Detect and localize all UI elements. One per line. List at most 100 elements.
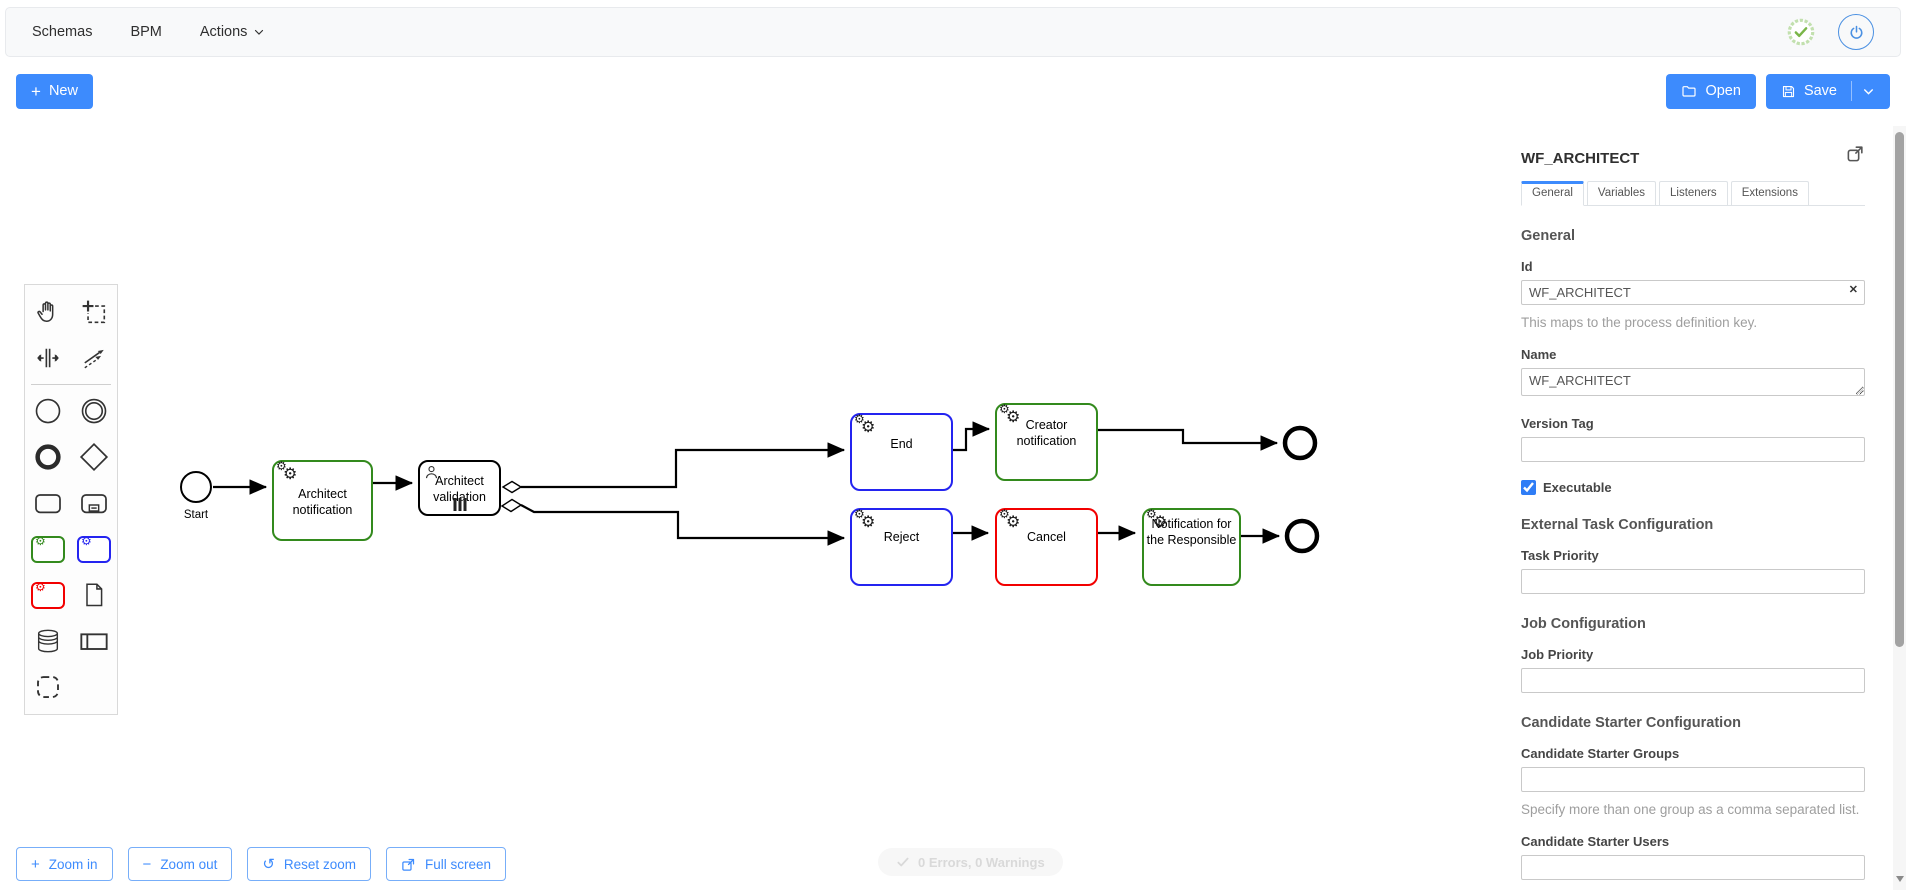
executable-label: Executable (1543, 480, 1612, 495)
reset-zoom-label: Reset zoom (283, 856, 356, 872)
save-floppy-icon (1782, 85, 1794, 97)
full-screen-label: Full screen (424, 856, 491, 872)
candidate-starter-groups-label: Candidate Starter Groups (1521, 746, 1680, 761)
new-button-label: New (48, 83, 78, 99)
check-icon (897, 857, 909, 867)
create-task-icon[interactable] (25, 480, 71, 526)
nav-item-actions[interactable]: Actions (200, 24, 266, 40)
create-blue-service-task-icon[interactable]: ⚙ (71, 526, 117, 572)
task-architect-validation[interactable]: Architect validation (418, 460, 501, 516)
create-gateway-icon[interactable] (71, 434, 117, 480)
palette-empty-cell (71, 664, 117, 710)
flow-validation-to-end[interactable] (521, 442, 846, 489)
properties-tabs: General Variables Listeners Extensions (1521, 181, 1865, 206)
version-tag-input[interactable] (1521, 437, 1865, 462)
lint-status-badge[interactable]: 0 Errors, 0 Warnings (878, 848, 1063, 876)
reset-icon: ↺ (262, 855, 275, 873)
lasso-tool-icon[interactable] (71, 289, 117, 335)
nav-item-schemas[interactable]: Schemas (32, 24, 92, 40)
task-label: End (890, 437, 913, 451)
plus-icon: + (31, 855, 40, 873)
name-textarea[interactable]: WF_ARCHITECT (1521, 368, 1865, 396)
task-creator-notification[interactable]: ⚙⚙ Creator notification (995, 403, 1098, 481)
reset-zoom-button[interactable]: ↺ Reset zoom (247, 847, 371, 881)
save-button-label: Save (1803, 83, 1837, 99)
task-priority-input[interactable] (1521, 569, 1865, 594)
create-data-store-icon[interactable] (25, 618, 71, 664)
service-task-gear-icon: ⚙⚙ (276, 459, 298, 483)
task-notification-for-the-responsible[interactable]: ⚙⚙ Notification for the Responsible (1142, 508, 1241, 586)
create-end-event-icon[interactable] (25, 434, 71, 480)
candidate-groups-helper-text: Specify more than one group as a comma s… (1521, 802, 1860, 817)
start-event-circle[interactable] (180, 471, 212, 503)
candidate-starter-groups-input[interactable] (1521, 767, 1865, 792)
multi-instance-marker-icon (453, 498, 466, 511)
create-participant-icon[interactable] (71, 618, 117, 664)
create-intermediate-event-icon[interactable] (71, 388, 117, 434)
id-input[interactable] (1521, 280, 1865, 305)
zoom-out-button[interactable]: − Zoom out (127, 847, 233, 881)
expand-panel-icon[interactable] (1846, 144, 1865, 163)
executable-checkbox[interactable] (1521, 480, 1536, 495)
flow-validation-to-reject[interactable] (520, 504, 846, 546)
task-architect-notification[interactable]: ⚙⚙ Architect notification (272, 460, 373, 541)
create-data-object-icon[interactable] (71, 572, 117, 618)
service-task-gear-icon: ⚙⚙ (999, 402, 1021, 426)
chevron-down-icon (255, 29, 264, 35)
task-cancel[interactable]: ⚙⚙ Cancel (995, 508, 1098, 586)
service-task-gear-icon: ⚙⚙ (854, 412, 876, 436)
panel-scrollbar-thumb[interactable] (1895, 132, 1904, 647)
tab-general[interactable]: General (1521, 181, 1584, 206)
create-red-service-task-icon[interactable]: ⚙ (25, 572, 71, 618)
tab-variables[interactable]: Variables (1586, 181, 1657, 205)
tab-extensions[interactable]: Extensions (1730, 181, 1809, 205)
nav-bpm-label: BPM (130, 24, 162, 40)
full-screen-icon (402, 858, 415, 871)
start-event-label: Start (183, 509, 209, 521)
version-tag-label: Version Tag (1521, 416, 1594, 431)
diagram-toolbar: + New Open Save (0, 58, 1906, 124)
task-priority-label: Task Priority (1521, 548, 1599, 563)
id-helper-text: This maps to the process definition key. (1521, 315, 1758, 330)
power-icon (1849, 25, 1863, 39)
create-start-event-icon[interactable] (25, 388, 71, 434)
palette-separator (31, 384, 111, 385)
zoom-in-button[interactable]: + Zoom in (16, 847, 113, 881)
task-reject[interactable]: ⚙⚙ Reject (850, 508, 953, 586)
logout-power-button[interactable] (1838, 14, 1874, 50)
end-event-circle-1[interactable] (1282, 425, 1318, 461)
open-button[interactable]: Open (1666, 73, 1756, 109)
nav-item-bpm[interactable]: BPM (130, 24, 161, 40)
new-button[interactable]: + New (16, 73, 93, 109)
lint-status-label: 0 Errors, 0 Warnings (918, 854, 1045, 870)
candidate-starter-users-input[interactable] (1521, 855, 1865, 880)
hand-tool-icon[interactable] (25, 289, 71, 335)
tab-listeners[interactable]: Listeners (1659, 181, 1728, 205)
canvas-zoom-controls: + Zoom in − Zoom out ↺ Reset zoom Full s… (16, 847, 506, 881)
bpmn-canvas[interactable]: Start ⚙⚙ Architect notification Architec… (0, 126, 1540, 890)
global-connect-tool-icon[interactable] (71, 335, 117, 381)
job-priority-input[interactable] (1521, 668, 1865, 693)
task-end[interactable]: ⚙⚙ End (850, 413, 953, 491)
id-label: Id (1521, 259, 1533, 274)
candidate-starter-section-heading: Candidate Starter Configuration (1521, 715, 1741, 731)
clear-id-icon[interactable]: ✕ (1848, 284, 1858, 296)
task-label: Architect notification (292, 487, 353, 517)
conditional-flow-marker (501, 480, 523, 494)
flow-creator-to-end-event-1[interactable] (1098, 428, 1279, 451)
scrollbar-down-arrow-icon[interactable] (1896, 876, 1904, 882)
create-green-service-task-icon[interactable]: ⚙ (25, 526, 71, 572)
space-tool-icon[interactable] (25, 335, 71, 381)
end-event-circle-2[interactable] (1284, 518, 1320, 554)
full-screen-button[interactable]: Full screen (385, 847, 506, 881)
zoom-in-label: Zoom in (48, 856, 98, 872)
task-label: Cancel (1027, 530, 1066, 544)
create-group-icon[interactable] (25, 664, 71, 710)
create-expanded-subprocess-icon[interactable] (71, 480, 117, 526)
open-button-label: Open (1705, 83, 1741, 99)
save-split-button[interactable]: Save (1765, 73, 1890, 109)
save-dropdown-chevron-icon[interactable] (1862, 85, 1875, 98)
flow-end-to-creator[interactable] (953, 421, 991, 452)
button-divider (1851, 81, 1852, 101)
general-section-heading: General (1521, 228, 1575, 244)
